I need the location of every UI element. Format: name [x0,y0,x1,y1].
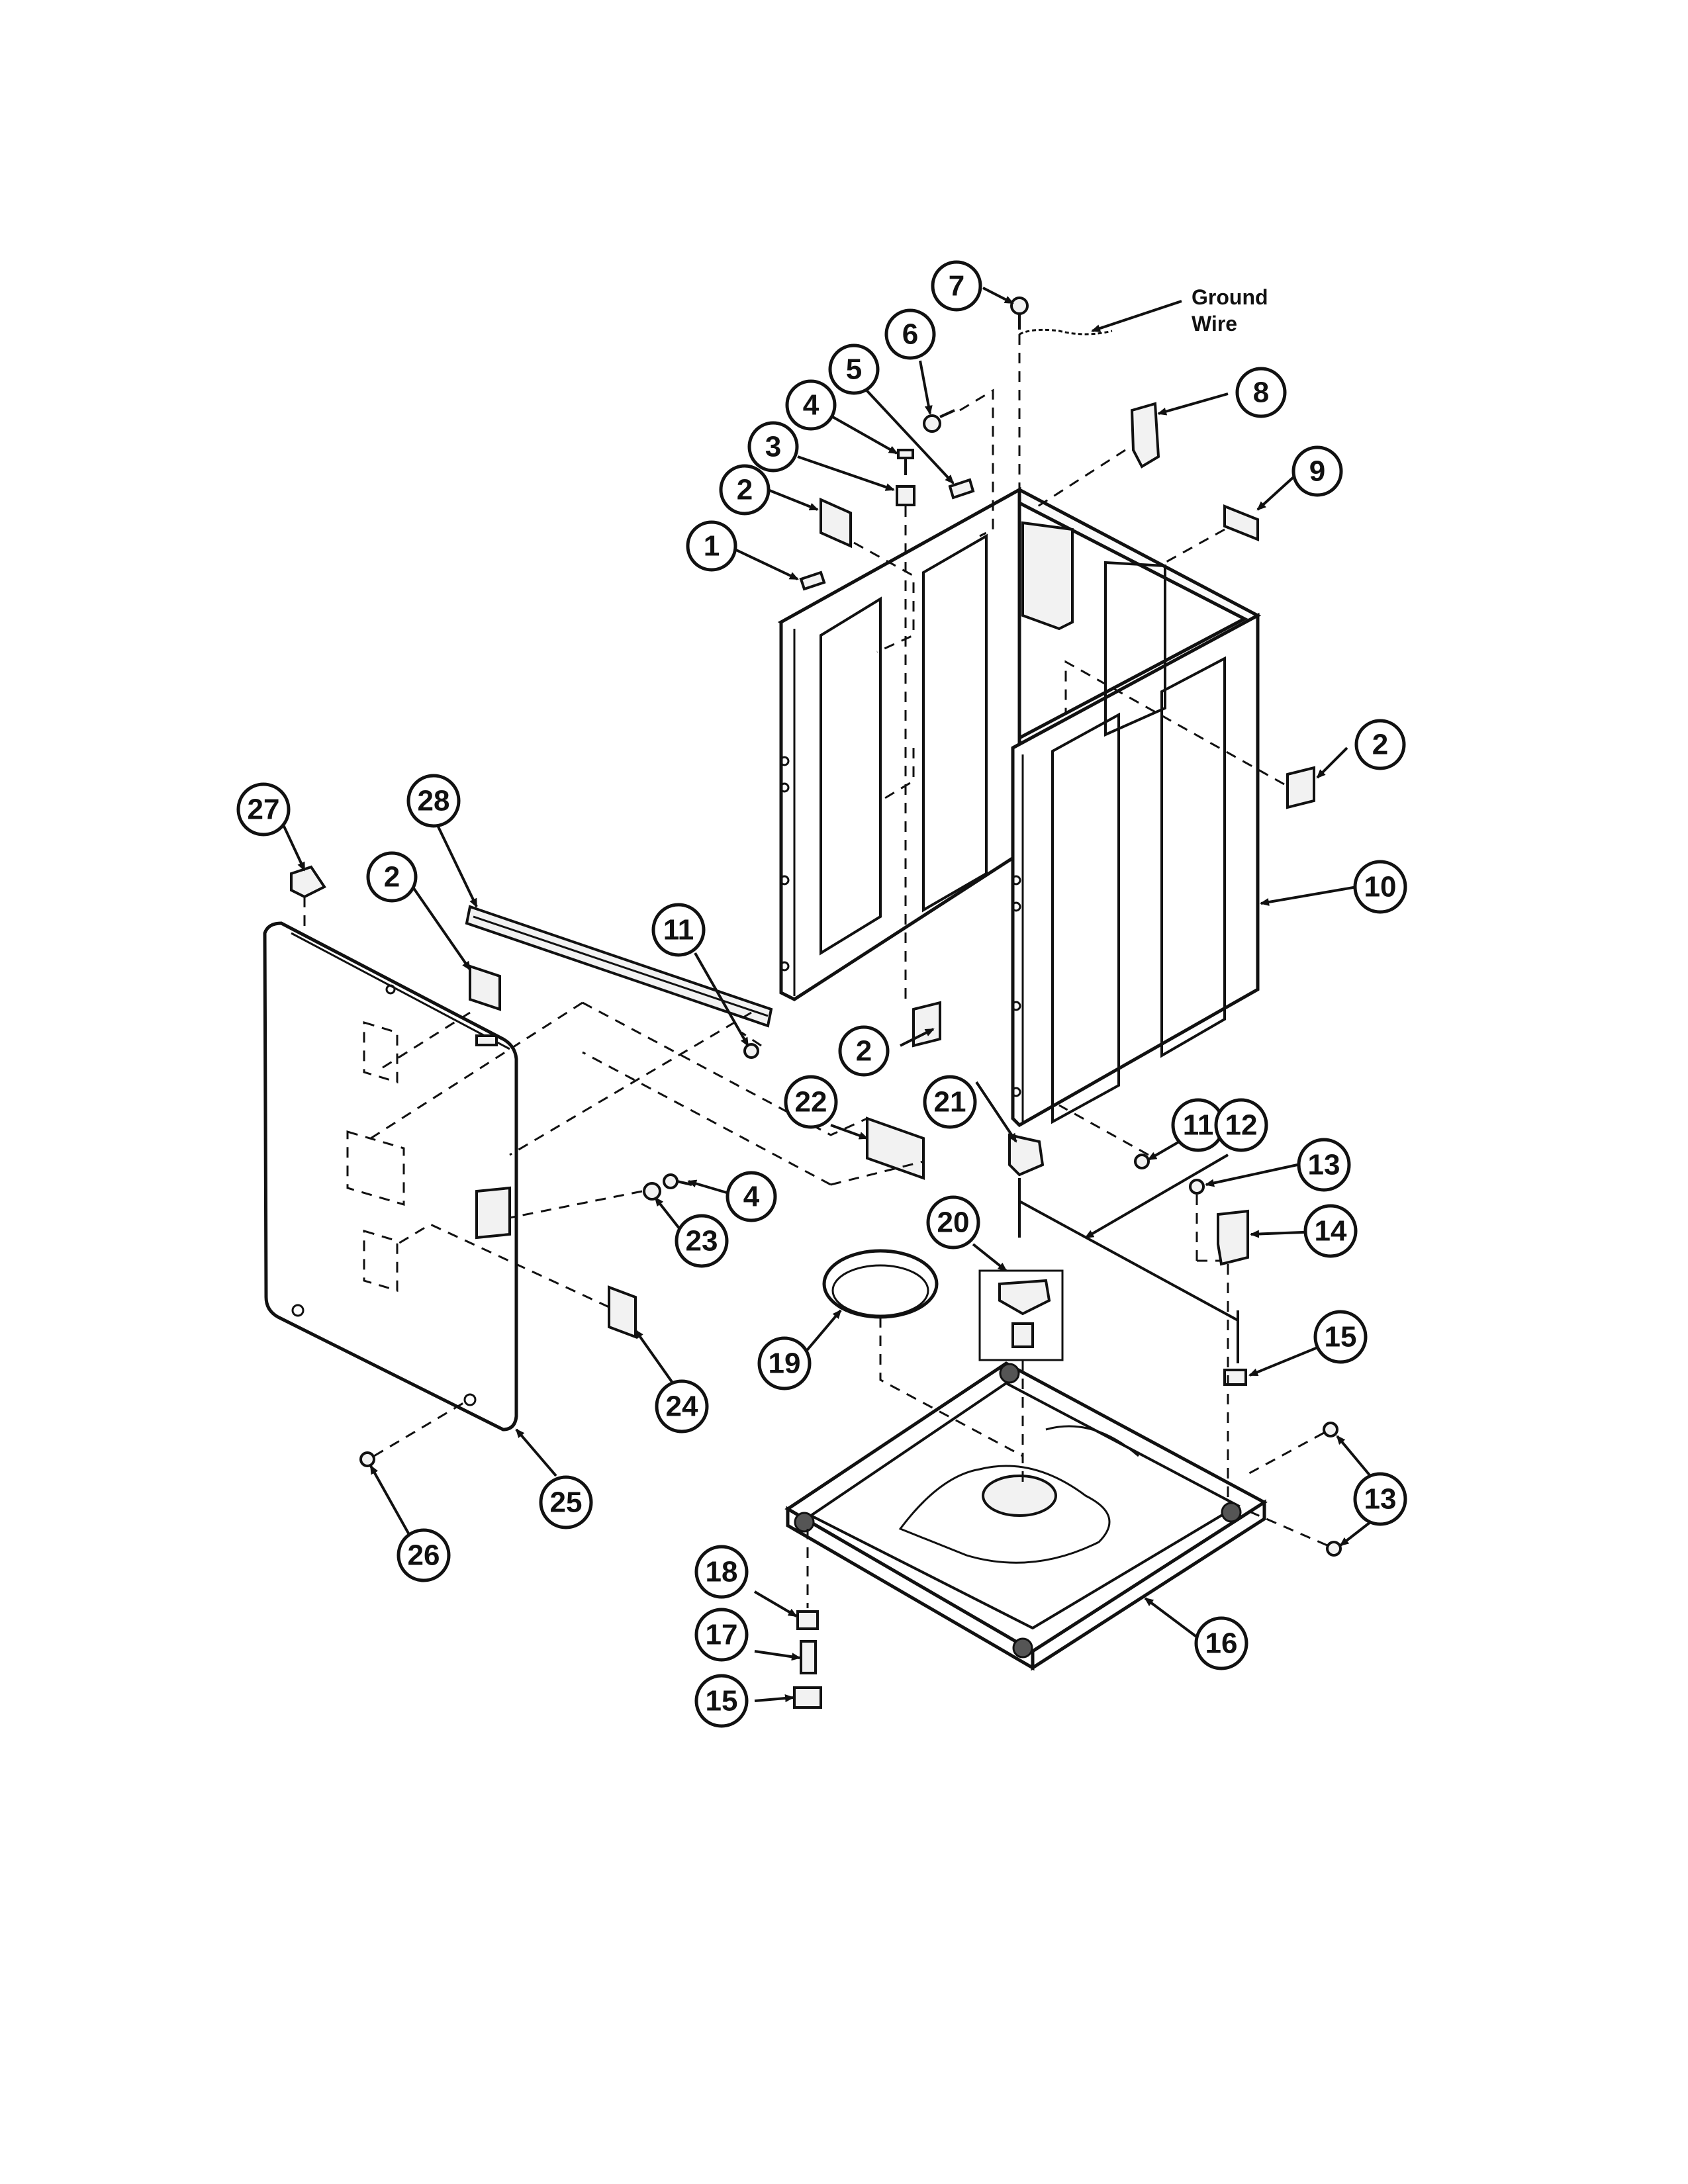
svg-text:24: 24 [666,1390,698,1423]
svg-text:19: 19 [769,1347,801,1380]
svg-text:3: 3 [765,431,781,463]
callout-7: 7 [931,260,982,312]
callout-15: 15 [1313,1310,1368,1364]
callout-10: 10 [1353,860,1407,914]
callout-24: 24 [655,1379,709,1433]
callout-4: 4 [785,379,837,431]
callout-16: 16 [1194,1616,1248,1670]
callout-2: 2 [838,1025,890,1077]
svg-text:2: 2 [1372,729,1388,761]
svg-text:12: 12 [1225,1109,1258,1142]
svg-text:18: 18 [706,1556,738,1588]
callout-9: 9 [1291,445,1343,497]
alignment-lines [303,334,1328,1608]
svg-text:11: 11 [1183,1109,1214,1142]
callout-28: 28 [406,774,461,828]
callout-19: 19 [757,1336,812,1390]
callout-17: 17 [694,1608,749,1662]
svg-text:15: 15 [1325,1321,1357,1353]
svg-text:15: 15 [706,1685,738,1717]
callout-20: 20 [926,1195,980,1250]
svg-text:25: 25 [550,1486,583,1519]
callout-8: 8 [1235,367,1287,418]
front-panel [263,921,518,1432]
svg-text:26: 26 [408,1539,440,1572]
svg-text:13: 13 [1364,1483,1397,1516]
svg-text:14: 14 [1315,1215,1347,1248]
svg-text:28: 28 [418,785,450,817]
small-parts [290,296,1342,1709]
callout-12: 12 [1214,1098,1268,1152]
callout-25: 25 [539,1475,593,1529]
svg-text:16: 16 [1205,1627,1238,1660]
svg-text:17: 17 [706,1619,738,1651]
svg-text:4: 4 [743,1181,760,1213]
svg-text:20: 20 [937,1206,970,1239]
svg-text:1: 1 [704,530,720,563]
callout-11: 11 [651,903,706,957]
callout-22: 22 [784,1075,838,1129]
svg-text:9: 9 [1309,455,1325,488]
svg-text:10: 10 [1364,871,1397,903]
cabinet-assembly [777,486,1262,1128]
svg-text:23: 23 [686,1225,718,1257]
callout-2: 2 [366,851,418,903]
callout-5: 5 [828,343,880,395]
ground-wire-label-line2: Wire [1192,312,1237,336]
cabinet-back-panel [779,486,1021,1001]
callout-23: 23 [675,1214,729,1268]
callout-11: 11 [1171,1098,1225,1152]
svg-text:2: 2 [856,1035,872,1068]
svg-text:4: 4 [803,389,820,422]
svg-text:8: 8 [1253,377,1269,409]
svg-text:6: 6 [902,318,918,351]
ground-wire-label-line1: Ground [1192,285,1268,309]
top-brace [465,905,773,1028]
callout-15: 15 [694,1674,749,1728]
callout-27: 27 [236,782,291,837]
cabinet-side-panel [1011,612,1260,1128]
base-frame [784,1361,1268,1671]
svg-text:22: 22 [795,1086,827,1118]
svg-text:2: 2 [384,861,400,893]
callout-2: 2 [719,464,771,516]
svg-text:2: 2 [737,474,753,506]
svg-text:21: 21 [934,1086,966,1118]
svg-text:11: 11 [663,914,694,946]
callout-1: 1 [686,520,737,572]
callout-18: 18 [694,1545,749,1599]
callout-13: 13 [1353,1472,1407,1526]
callout-2: 2 [1354,719,1406,770]
callout-14: 14 [1303,1204,1358,1258]
svg-text:27: 27 [248,794,280,826]
svg-text:13: 13 [1308,1149,1340,1181]
callout-6: 6 [884,308,936,360]
callout-4: 4 [726,1171,777,1222]
callout-21: 21 [923,1075,977,1129]
leader-arrows [280,287,1372,1703]
callout-3: 3 [747,421,799,473]
callout-13: 13 [1297,1138,1351,1192]
callout-26: 26 [397,1528,451,1582]
svg-text:7: 7 [949,270,964,302]
svg-text:5: 5 [846,353,862,386]
